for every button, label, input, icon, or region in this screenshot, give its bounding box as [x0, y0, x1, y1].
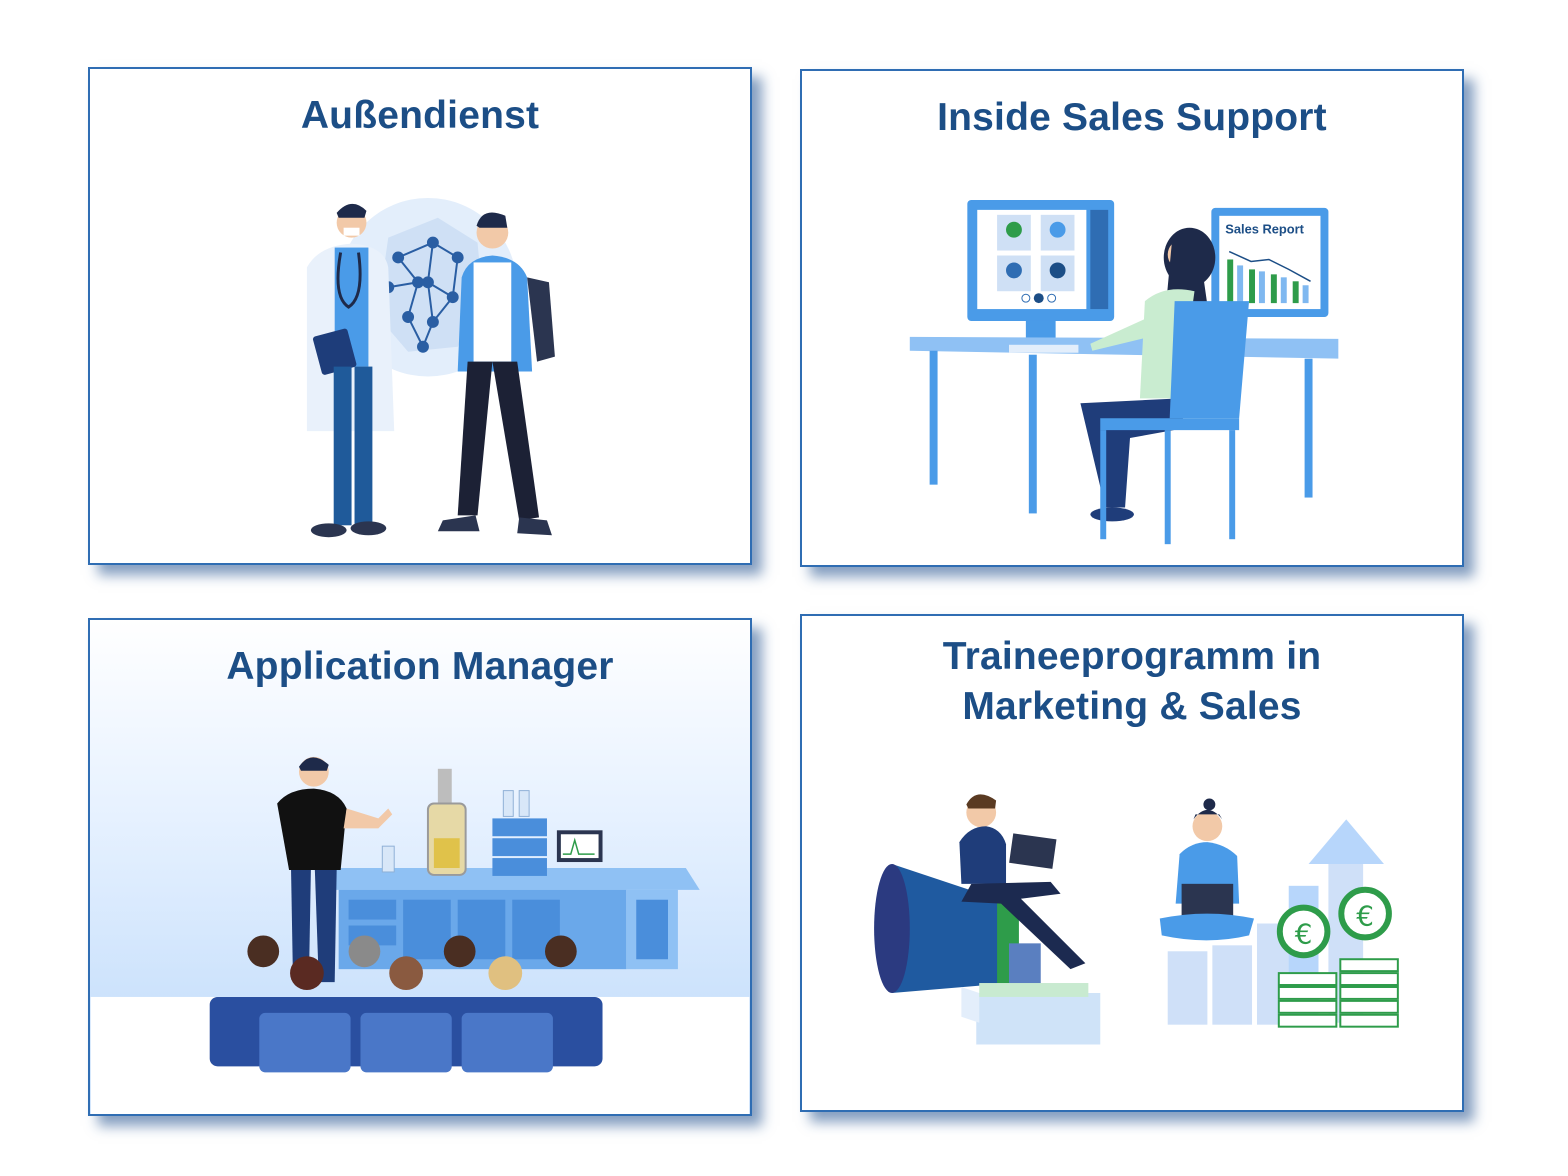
card-title-line-1: Traineeprogramm in — [942, 635, 1322, 678]
audience-heads — [247, 935, 577, 991]
card-application-manager[interactable]: Application Manager — [88, 618, 752, 1116]
card-title: Application Manager — [226, 645, 614, 688]
card-title: Außendienst — [300, 94, 540, 137]
traineeprogramm-illustration: € € — [874, 794, 1399, 1045]
field-service-illustration — [306, 197, 555, 538]
application-manager-illustration — [90, 756, 750, 1114]
sales-report-label: Sales Report — [1225, 222, 1304, 237]
card-traineeprogramm[interactable]: € € Traineeprogramm in Marketing & Sales — [800, 614, 1464, 1112]
svg-text:€: € — [1295, 917, 1313, 950]
audience-seats — [209, 996, 603, 1073]
inside-sales-illustration: Sales Report — [909, 199, 1339, 545]
card-aussendienst[interactable]: Außendienst — [88, 67, 752, 565]
card-title: Inside Sales Support — [937, 96, 1327, 139]
card-title-line-2: Marketing & Sales — [962, 685, 1302, 728]
svg-text:€: € — [1356, 899, 1374, 932]
doctor-figure — [306, 203, 395, 538]
sales-rep-figure — [437, 212, 555, 536]
card-inside-sales-support[interactable]: Sales Report — [800, 69, 1464, 567]
